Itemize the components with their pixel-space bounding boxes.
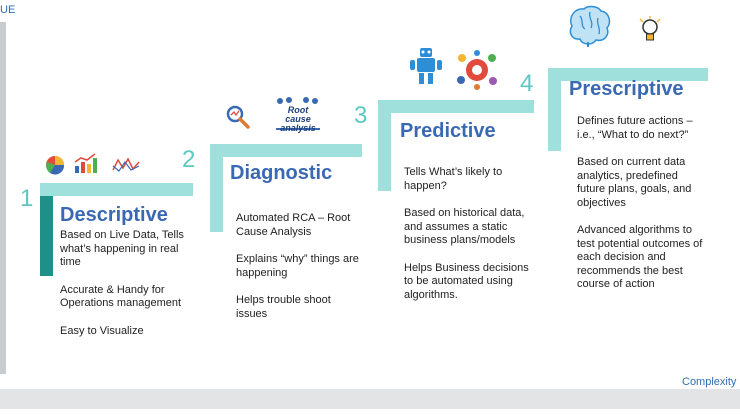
root-cause-analysis-logo: Root cause analysis [272, 96, 324, 133]
stage-4-bar-side [548, 81, 561, 151]
stage-4-point: Advanced algorithms to test potential ou… [577, 224, 703, 290]
stage-2-point: Explains “why” things are happening [236, 253, 359, 279]
stage-1-points: Based on Live Data, Tells what’s happeni… [60, 229, 186, 352]
stage-3-point: Based on historical data, and assumes a … [404, 207, 525, 246]
x-axis-bar [0, 389, 740, 409]
stage-3-bar-side [378, 113, 391, 191]
stage-2-bar-side [210, 157, 223, 232]
rca-logo-line2: analysis [280, 123, 316, 133]
line-chart-icon [112, 157, 140, 172]
stage-1-title: Descriptive [60, 204, 168, 226]
stage-4-number: 4 [520, 70, 534, 97]
robot-icon [410, 48, 442, 84]
stage-4-bar-top [548, 68, 708, 81]
stage-1-bar-side [40, 196, 53, 276]
stage-3-point: Helps Business decisions to be automated… [404, 261, 529, 301]
stage-2-number: 2 [182, 146, 196, 173]
rca-logo-line1: Root cause [285, 105, 311, 124]
x-axis-label: Complexity [682, 376, 737, 388]
y-axis-label: UE [0, 4, 16, 16]
stage-2-point: Automated RCA – Root Cause Analysis [236, 212, 351, 238]
stage-3-points: Tells What’s likely to happen? Based on … [404, 166, 530, 316]
stage-2-bar-top [210, 144, 362, 157]
y-axis-arrow [0, 22, 6, 374]
stage-2-point: Helps trouble shoot issues [236, 294, 331, 320]
magnifier-icon [226, 105, 250, 129]
stage-4-point: Defines future actions – i.e., “What to … [577, 115, 693, 141]
brain-icon [569, 5, 611, 47]
stage-3-bar-top [378, 100, 534, 113]
stage-3-title: Predictive [400, 120, 496, 142]
stage-1-bar-top [40, 183, 193, 196]
stage-4-point: Based on current data analytics, predefi… [577, 156, 692, 209]
stage-2-title: Diagnostic [230, 162, 333, 184]
stage-4-title: Prescriptive [569, 78, 684, 100]
pie-chart-icon [46, 156, 65, 175]
stage-4-points: Defines future actions – i.e., “What to … [577, 115, 705, 306]
stage-3-number: 3 [354, 102, 368, 129]
stage-3-point: Tells What’s likely to happen? [404, 166, 503, 192]
lightbulb-icon [639, 16, 661, 41]
stage-1-point: Accurate & Handy for Operations manageme… [60, 283, 182, 310]
stage-1-number: 1 [20, 185, 34, 212]
stage-1-point: Easy to Visualize [60, 324, 144, 337]
stage-2-points: Automated RCA – Root Cause Analysis Expl… [236, 212, 362, 335]
bar-chart-icon [74, 153, 97, 173]
stage-1-point: Based on Live Data, Tells what’s happeni… [60, 229, 184, 268]
gear-network-icon [457, 50, 497, 90]
